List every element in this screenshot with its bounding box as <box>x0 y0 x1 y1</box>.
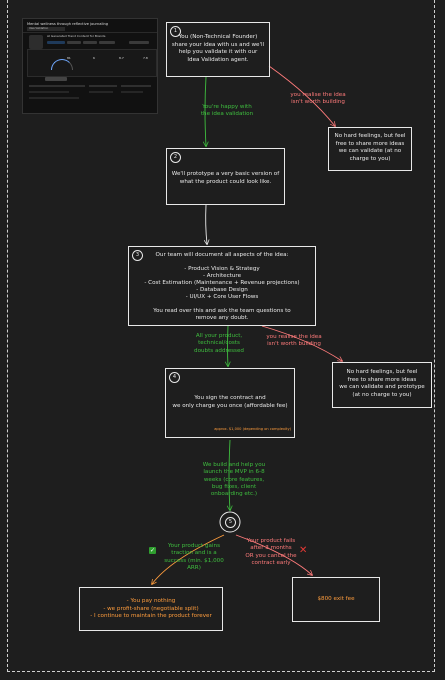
step-5-number: 5 <box>225 517 236 528</box>
screenshot-divider <box>23 32 157 33</box>
screenshot-tag <box>99 41 115 44</box>
screenshot-gauge <box>51 59 73 70</box>
exit-fee-text: $800 exit fee <box>317 596 355 602</box>
arrow-1-to-2 <box>205 76 206 146</box>
step-1-box: 1 You (Non-Technical Founder) share your… <box>166 22 270 77</box>
arrow-3-to-4 <box>228 325 229 366</box>
screenshot-title: Mental wellness through reflective journ… <box>27 22 108 26</box>
label-not-worth-2: you realise the idea isn't worth buildin… <box>266 334 322 348</box>
arrow-4-to-5 <box>229 439 230 510</box>
step-4-fee-note: approx. $1,000 (depending on complexity) <box>214 427 291 432</box>
screenshot-stat: 7.8 <box>143 56 148 60</box>
reject-text-1: No hard feelings, but feel free to share… <box>334 133 406 162</box>
success-outcome-box: - You pay nothing - we profit-share (neg… <box>79 587 223 631</box>
step-3-text: Our team will document all aspects of th… <box>144 252 300 321</box>
step-1-text: You (Non-Technical Founder) share your i… <box>171 34 265 63</box>
screenshot-lines <box>29 91 69 93</box>
screenshot-lines <box>121 85 151 87</box>
reject-text-2: No hard feelings, but feel free to share… <box>339 369 425 398</box>
screenshot-stat: 8.7 <box>119 56 124 60</box>
screenshot-avatar <box>29 35 43 49</box>
label-addressed: All your product, technical/costs doubts… <box>194 333 244 354</box>
canvas-frame <box>7 0 435 672</box>
screenshot-lines <box>89 85 117 87</box>
screenshot-stat: 6 <box>93 56 95 60</box>
label-fails: Your product fails after 3 months OR you… <box>245 538 297 566</box>
arrow-5-to-success <box>152 534 225 584</box>
success-check-icon: ✓ <box>149 547 156 554</box>
fail-cross-icon: ✕ <box>299 545 308 556</box>
screenshot-stat: 81 <box>67 56 71 60</box>
screenshot-lines <box>29 85 85 87</box>
screenshot-tag <box>47 41 65 44</box>
step-1-number: 1 <box>170 26 181 37</box>
label-happy: You're happy with the idea validation <box>200 104 254 118</box>
screenshot-tab: Idea Validation <box>27 27 65 31</box>
exit-fee-box: $800 exit fee <box>292 577 380 622</box>
screenshot-lines <box>29 97 79 99</box>
screenshot-tag <box>67 41 81 44</box>
label-success: Your product gains traction and is a suc… <box>164 543 224 571</box>
arrow-1-to-reject <box>268 65 335 126</box>
screenshot-button <box>45 77 67 81</box>
step-4-text: You sign the contract and we only charge… <box>172 395 288 409</box>
label-not-worth-1: you realise the idea isn't worth buildin… <box>290 92 346 106</box>
step-4-number: 4 <box>169 372 180 383</box>
step-3-box: 3 Our team will document all aspects of … <box>128 246 316 326</box>
step-3-number: 3 <box>132 250 143 261</box>
step-2-text: We'll prototype a very basic version of … <box>171 171 280 185</box>
step-2-box: 2 We'll prototype a very basic version o… <box>166 148 285 205</box>
step-4-box: 4 You sign the contract and we only char… <box>165 368 295 438</box>
screenshot-subtitle: AI Generated Trend Content for Brands <box>47 34 106 38</box>
screenshot-tag <box>83 41 97 44</box>
success-outcome-text: - You pay nothing - we profit-share (neg… <box>90 598 212 620</box>
screenshot-lines <box>89 91 113 93</box>
step-5-outer-circle <box>219 511 241 533</box>
screenshot-panel <box>27 49 157 77</box>
label-build: We build and help you launch the MVP in … <box>202 462 266 498</box>
arrow-5-to-exit <box>235 534 312 575</box>
reject-box-1: No hard feelings, but feel free to share… <box>328 127 412 171</box>
arrow-2-to-3 <box>206 204 207 244</box>
step-2-number: 2 <box>170 152 181 163</box>
screenshot-lines <box>121 91 143 93</box>
reject-box-2: No hard feelings, but feel free to share… <box>332 362 432 408</box>
arrow-3-to-reject <box>261 325 342 361</box>
idea-validation-screenshot: Mental wellness through reflective journ… <box>22 18 158 114</box>
screenshot-tag <box>129 41 149 44</box>
